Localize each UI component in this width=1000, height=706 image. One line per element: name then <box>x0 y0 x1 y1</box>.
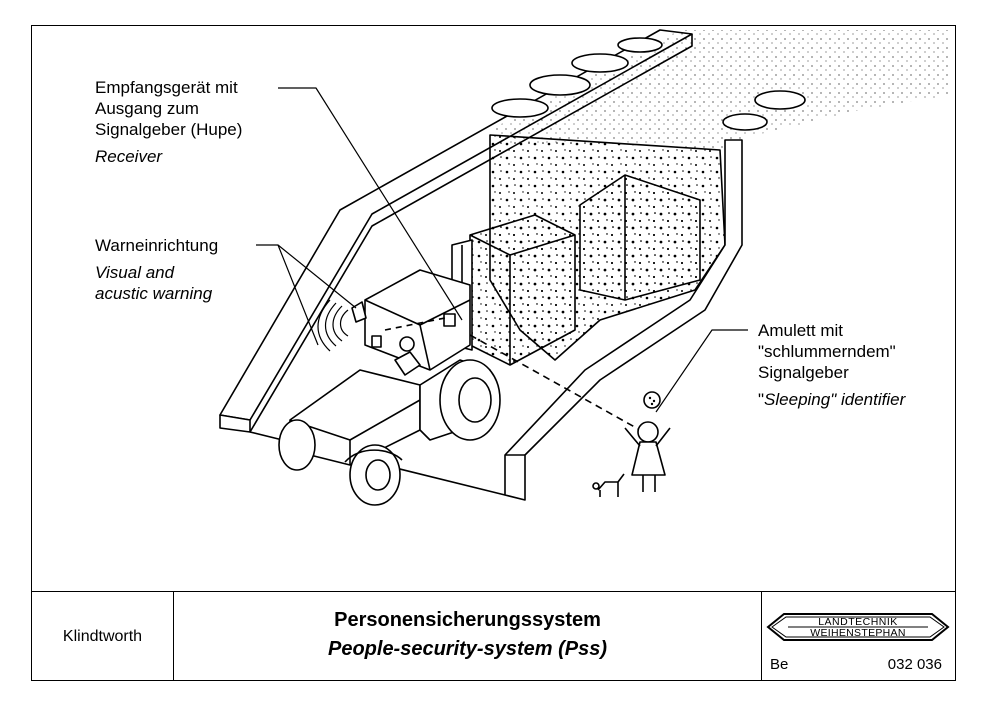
amulet-icon <box>643 391 661 409</box>
child-figure <box>624 391 671 492</box>
title-block: Klindtworth Personensicherungssystem Peo… <box>31 591 956 681</box>
landtechnik-logo-icon: LANDTECHNIK WEIHENSTEPHAN <box>766 613 950 641</box>
dog-figure <box>592 473 625 497</box>
receiver-label-de-line2: Ausgang zum <box>95 99 199 118</box>
receiver-label-de-line1: Empfangsgerät mit <box>95 78 238 97</box>
silo-right-wall <box>504 139 743 501</box>
silage-top-surface <box>490 30 950 150</box>
signal-line <box>469 334 641 431</box>
tractor-front-wheel <box>349 444 401 506</box>
cover-bales <box>491 37 806 131</box>
receiver-label-en: Receiver <box>95 147 163 166</box>
tractor-rear-wheel <box>439 359 501 441</box>
amulet-label-de-line1: Amulett mit <box>758 321 844 340</box>
warning-lamp-icon <box>351 301 367 323</box>
logo-cell: LANDTECHNIK WEIHENSTEPHAN Be 032 036 <box>762 592 954 680</box>
tractor <box>278 269 501 506</box>
receiver-label: Empfangsgerät mit Ausgang zum Signalgebe… <box>95 77 242 167</box>
logo-text-line1: LANDTECHNIK <box>818 616 898 628</box>
drawing-frame <box>31 25 956 681</box>
drawing-number: 032 036 <box>887 656 942 673</box>
leader-lines <box>256 87 748 413</box>
receiver-label-de-line3: Signalgeber (Hupe) <box>95 120 243 139</box>
receiver-box <box>443 313 456 327</box>
author-name: Klindtworth <box>62 628 143 645</box>
illustration <box>219 29 950 506</box>
title-cell: Personensicherungssystem People-security… <box>174 592 762 680</box>
warning-label-en-line2: acustic warning <box>95 284 213 303</box>
title-english: People-security-system (Pss) <box>327 638 607 660</box>
amulet-label-en: "Sleeping" identifier <box>758 390 906 409</box>
driver <box>399 336 415 352</box>
warning-label-en-line1: Visual and <box>95 263 175 282</box>
drawing-code-left: Be <box>770 656 789 673</box>
warning-label-de: Warneinrichtung <box>95 236 219 255</box>
author-cell: Klindtworth <box>31 592 174 680</box>
amulet-label: Amulett mit "schlummerndem" Signalgeber … <box>758 320 905 410</box>
amulet-label-de-line2: "schlummerndem" <box>758 342 896 361</box>
title-german: Personensicherungssystem <box>334 609 601 631</box>
logo-text-line2: WEIHENSTEPHAN <box>810 627 906 639</box>
amulet-label-de-line3: Signalgeber <box>758 363 849 382</box>
silage-cut-block <box>579 174 701 301</box>
warning-label: Warneinrichtung Visual and acustic warni… <box>95 235 218 304</box>
